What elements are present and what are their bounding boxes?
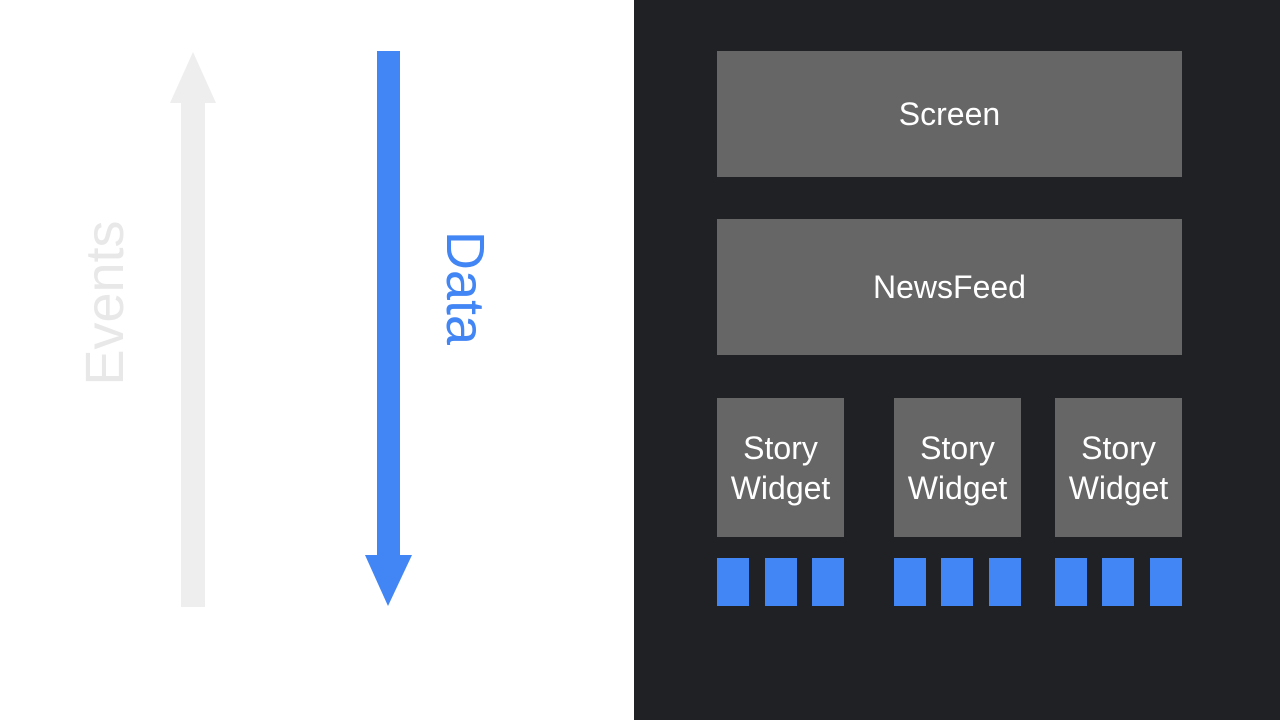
leaf-widget bbox=[989, 558, 1021, 606]
story-widget-label-line1: Story bbox=[920, 429, 995, 466]
screen-widget: Screen bbox=[717, 51, 1182, 177]
events-label: Events bbox=[75, 220, 135, 386]
leaf-widget bbox=[894, 558, 926, 606]
story-widget: Story Widget bbox=[717, 398, 844, 537]
leaf-widget bbox=[812, 558, 844, 606]
leaf-widget bbox=[941, 558, 973, 606]
data-label: Data bbox=[435, 230, 495, 346]
screen-widget-label: Screen bbox=[898, 95, 1001, 132]
story-widget: Story Widget bbox=[1055, 398, 1182, 537]
leaf-widget bbox=[717, 558, 749, 606]
newsfeed-widget: NewsFeed bbox=[717, 219, 1182, 355]
leaf-widget bbox=[1102, 558, 1134, 606]
flow-arrows bbox=[170, 51, 412, 607]
leaf-widget bbox=[1150, 558, 1182, 606]
story-widget-label-line2: Widget bbox=[730, 469, 831, 506]
story-widget-label-line1: Story bbox=[743, 429, 818, 466]
story-widget-label-line2: Widget bbox=[907, 469, 1008, 506]
leaf-widget bbox=[765, 558, 797, 606]
story-widget: Story Widget bbox=[894, 398, 1021, 537]
events-arrow bbox=[170, 52, 216, 607]
data-arrow bbox=[365, 51, 412, 606]
story-widget-label-line2: Widget bbox=[1068, 469, 1169, 506]
story-widget-label-line1: Story bbox=[1081, 429, 1156, 466]
flow-panel: Events Data bbox=[0, 0, 634, 720]
leaf-widget bbox=[1055, 558, 1087, 606]
newsfeed-widget-label: NewsFeed bbox=[873, 268, 1026, 305]
